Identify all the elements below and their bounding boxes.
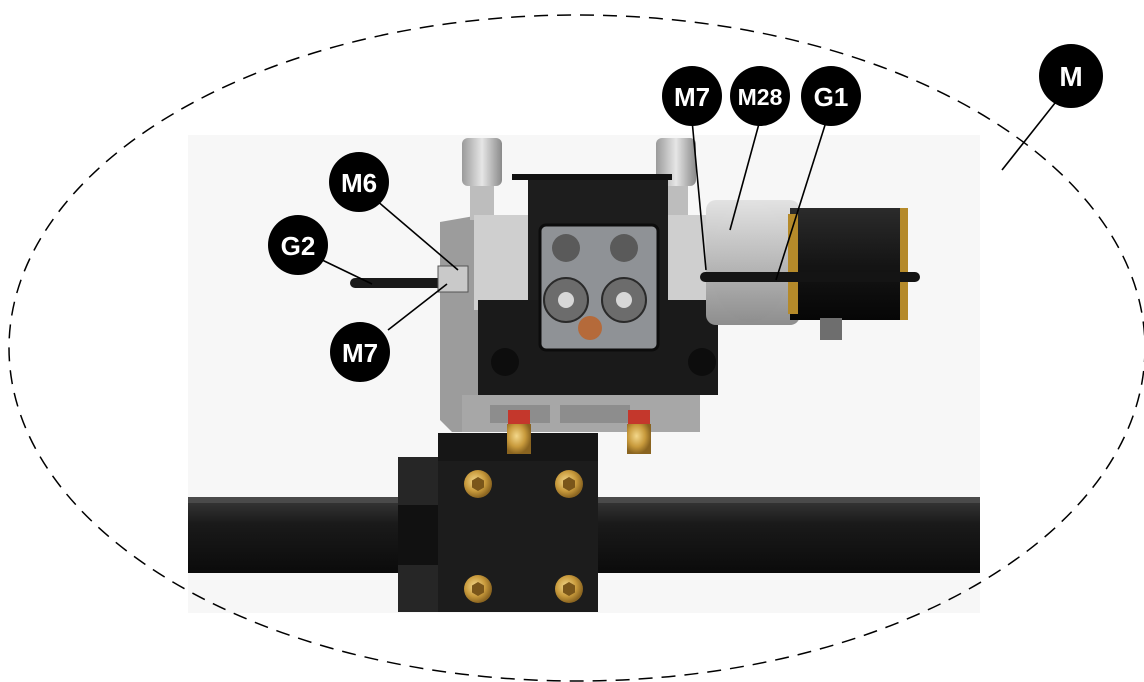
callout-g1: G1 [801,66,861,126]
leader-m28 [729,119,761,231]
callout-m28-label: M28 [738,84,783,110]
cover-knob-right [688,348,716,376]
leader-m7-bottom [387,283,448,331]
callout-m28: M28 [730,66,790,126]
tension-knob-left [462,138,502,220]
assembly-outline [8,14,1144,682]
cover-knob-left [491,348,519,376]
bolt-top-right [555,470,583,498]
leader-m [1001,102,1056,171]
callout-m7-top-label: M7 [674,82,710,112]
bracket-bolts [464,470,583,603]
leader-m7-top [691,119,707,271]
leader-g2 [317,257,373,285]
callout-g2-label: G2 [281,231,316,261]
callout-m: M [1039,44,1103,108]
callout-g1-label: G1 [814,82,849,112]
callout-m7-bottom: M7 [330,322,390,382]
callout-g2: G2 [268,215,328,275]
leader-g1 [775,121,827,281]
callout-m7-top: M7 [662,66,722,126]
callout-m-label: M [1059,61,1082,92]
callout-m6: M6 [329,152,389,212]
plate-fasteners [507,410,651,454]
leader-m6 [375,199,459,271]
feeder-base-plate [440,215,700,432]
bolt-bottom-left [464,575,492,603]
bolt-bottom-right [555,575,583,603]
feed-rolls [543,234,647,340]
leader-lines [317,102,1056,331]
wire-guides [350,265,920,293]
drive-motor [788,208,908,340]
callout-m7-bottom-label: M7 [342,338,378,368]
bolt-top-left [464,470,492,498]
gearbox [706,200,800,325]
callout-m6-label: M6 [341,168,377,198]
